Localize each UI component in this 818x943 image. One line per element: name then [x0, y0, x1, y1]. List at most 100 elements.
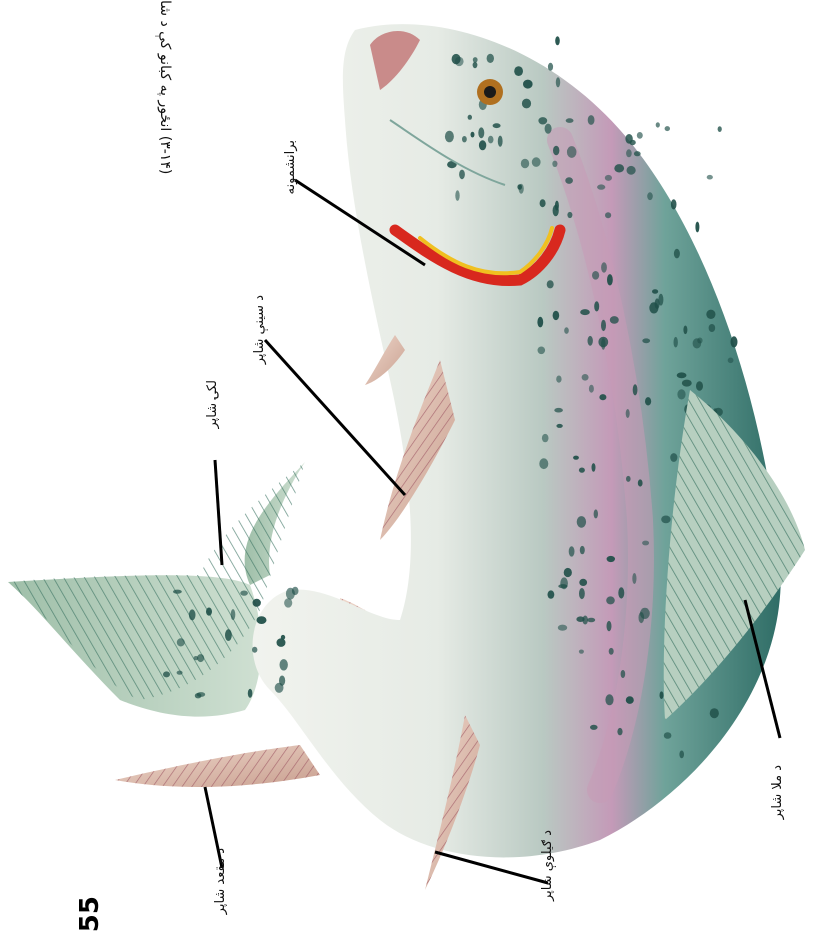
fish-spot — [292, 587, 299, 595]
fish-spot — [610, 316, 619, 324]
fish-spot — [523, 80, 533, 89]
fish-spot — [683, 326, 687, 335]
fish-spot — [573, 456, 579, 460]
fish-spot — [621, 670, 626, 678]
fish-spot — [459, 170, 465, 180]
fish-spot — [194, 656, 199, 660]
fish-spot — [592, 463, 596, 472]
fish-spot — [565, 177, 573, 184]
fish-spot — [601, 262, 607, 272]
fish-spot — [540, 199, 546, 207]
fish-spot — [588, 336, 593, 346]
fish-spot — [656, 122, 660, 127]
fish-spot — [709, 324, 716, 332]
fish-spot — [607, 556, 615, 562]
fish-spot — [626, 409, 630, 418]
fish-spot — [257, 616, 267, 624]
fish-spot — [582, 374, 589, 381]
fish-spot — [665, 126, 670, 131]
fish-spot — [645, 397, 651, 405]
fish-spot — [231, 609, 236, 620]
fish-spot — [588, 115, 595, 125]
fish-spot — [488, 136, 494, 144]
fish-spot — [498, 136, 503, 147]
fish-spot — [679, 751, 684, 759]
fish-spot — [576, 616, 584, 622]
fish-spot — [280, 659, 288, 670]
fish-spot — [626, 476, 631, 482]
fish-spot — [598, 337, 608, 348]
fish-spot — [577, 516, 586, 528]
fish-spot — [605, 212, 611, 218]
fish-spot — [589, 385, 594, 393]
fish-spot — [625, 134, 632, 144]
fish-spot — [580, 546, 585, 554]
fish-spot — [275, 683, 284, 693]
fish-spot — [655, 298, 660, 309]
fish-spot — [594, 301, 599, 311]
fish-spot — [521, 159, 529, 169]
fish-spot — [522, 99, 531, 109]
fish-spot — [556, 424, 562, 428]
fish-spot — [545, 124, 552, 134]
fish-spot — [710, 708, 719, 718]
fish-spot — [554, 408, 563, 413]
fish-spot — [707, 175, 713, 180]
fish-spot — [455, 190, 459, 201]
fish-spot — [455, 57, 464, 66]
fish-spot — [633, 384, 638, 395]
fish-spot — [253, 599, 261, 607]
fish-spot — [660, 691, 664, 699]
fish-spot — [592, 271, 599, 280]
fish-spot — [607, 621, 612, 631]
fish-spot — [163, 671, 170, 677]
fish-spot — [637, 132, 643, 139]
fish-spot — [173, 590, 182, 594]
fish-spot — [605, 694, 613, 705]
fish-spot — [652, 289, 658, 294]
tail-fin-label: لکۍ شاپر — [205, 380, 220, 429]
fish-spot — [639, 612, 645, 623]
fish-spot — [564, 327, 569, 334]
fish-spot — [670, 453, 677, 462]
tail-fin — [8, 462, 305, 717]
fish-spot — [731, 336, 738, 347]
fish-spot — [542, 434, 549, 442]
fish-spot — [177, 638, 185, 646]
fish-spot — [674, 249, 680, 259]
fish-spot — [252, 647, 257, 653]
fish-spot — [462, 136, 467, 142]
fish-spot — [642, 541, 649, 546]
fish-spot — [558, 625, 567, 631]
fish-spot — [473, 62, 478, 68]
anal-fin — [115, 745, 320, 787]
fish-spot — [594, 509, 598, 518]
fish-spot — [634, 151, 641, 156]
fish-spot — [177, 671, 183, 675]
fish-spot — [661, 516, 670, 524]
fish-spot — [569, 546, 575, 556]
fish-spot — [638, 479, 643, 486]
fish-spot — [647, 192, 653, 200]
fish-spot — [538, 117, 547, 124]
fish-spot — [706, 310, 715, 319]
pelvic-fin-label: د ګیلوې شاپر — [540, 830, 555, 901]
fish-spot — [618, 587, 624, 598]
fish-spot — [677, 372, 687, 378]
fish-spot — [547, 280, 554, 288]
fish-spot — [677, 389, 685, 399]
fish-spot — [671, 199, 677, 209]
fish-spot — [567, 146, 577, 158]
fish-spot — [674, 337, 678, 348]
fish-spot — [696, 381, 703, 391]
fish-spot — [627, 166, 636, 175]
fish-spot — [728, 358, 734, 364]
fish-spot — [473, 57, 478, 62]
fish-spot — [642, 338, 650, 343]
fish-spot — [538, 347, 546, 355]
fish-spot — [617, 728, 622, 735]
fish-spot — [493, 123, 501, 128]
fish-spot — [548, 63, 553, 71]
fish-spot — [597, 184, 605, 189]
